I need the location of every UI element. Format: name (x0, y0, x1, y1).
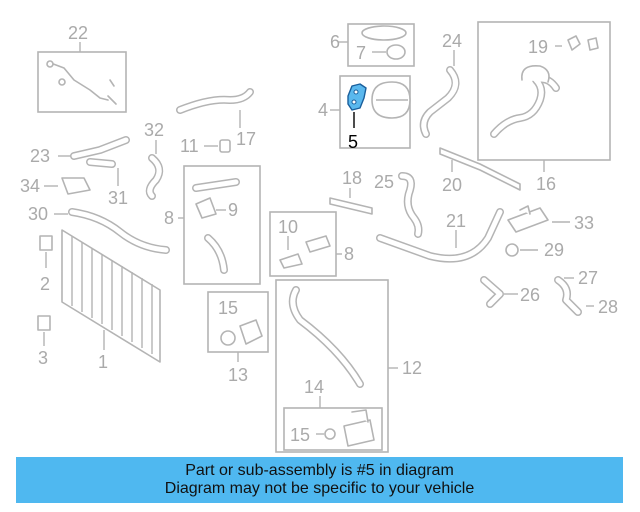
callout-11: 11 (180, 136, 199, 156)
callout-4: 4 (318, 100, 328, 120)
callout-31: 31 (108, 188, 128, 208)
callout-19: 19 (528, 37, 548, 57)
callout-8b: 8 (344, 244, 354, 264)
part-5-highlighted-bracket[interactable] (347, 83, 367, 111)
part-6-7-cap[interactable] (338, 23, 415, 67)
callout-23: 23 (30, 146, 50, 166)
banner-line-part: Part or sub-assembly is #5 in diagram (185, 462, 454, 479)
callout-3: 3 (38, 348, 48, 368)
part-25-hose[interactable] (398, 172, 423, 238)
callout-25: 25 (374, 172, 394, 192)
callout-10: 10 (278, 217, 298, 237)
part-16-hose-box[interactable] (477, 21, 611, 172)
part-12-hose-box[interactable] (275, 279, 398, 453)
part-20-pipe[interactable] (439, 147, 521, 191)
callout-21: 21 (446, 211, 466, 231)
callout-1: 1 (98, 352, 108, 372)
callout-28: 28 (598, 297, 618, 317)
part-23-hose[interactable] (58, 136, 130, 168)
parts-diagram: 22 6 7 4 5 24 19 16 (20, 21, 618, 453)
part-10-box[interactable] (269, 211, 342, 277)
part-29-clamp[interactable] (505, 243, 538, 257)
part-24-hose[interactable] (419, 50, 460, 138)
callout-15a: 15 (218, 298, 238, 318)
callout-6: 6 (330, 32, 340, 52)
part-26-hose[interactable] (480, 276, 518, 308)
part-33-fitting[interactable] (507, 205, 570, 233)
part-13-15-box[interactable] (207, 291, 269, 362)
part-3-bracket[interactable] (37, 315, 51, 346)
callout-9: 9 (228, 200, 238, 220)
part-8-9-box[interactable] (178, 165, 261, 285)
part-4-reservoir-box[interactable] (330, 75, 411, 149)
part-1-radiator[interactable] (61, 229, 161, 363)
callout-12: 12 (402, 358, 422, 378)
callout-34: 34 (20, 176, 40, 196)
part-30-hose[interactable] (54, 208, 170, 254)
callout-30: 30 (28, 204, 48, 224)
callout-7: 7 (356, 43, 366, 63)
callout-17: 17 (236, 129, 256, 149)
part-27-28-hose[interactable] (554, 276, 594, 316)
callout-22: 22 (68, 23, 88, 43)
part-2-bracket[interactable] (39, 235, 53, 268)
callout-5: 5 (348, 132, 358, 152)
part-21-pipe[interactable] (376, 208, 504, 263)
callout-26: 26 (520, 285, 540, 305)
part-11-clip[interactable] (204, 139, 231, 153)
callout-2: 2 (40, 274, 50, 294)
part-34-fitting[interactable] (44, 177, 91, 195)
callout-20: 20 (442, 175, 462, 195)
callout-32: 32 (144, 120, 164, 140)
callout-33: 33 (574, 213, 594, 233)
part-info-banner: Part or sub-assembly is #5 in diagram Di… (16, 457, 623, 503)
callout-18: 18 (342, 168, 362, 188)
part-17-hose[interactable] (176, 88, 254, 128)
part-32-hose[interactable] (145, 140, 164, 200)
callout-8a: 8 (164, 208, 174, 228)
callout-29: 29 (544, 240, 564, 260)
callout-14: 14 (304, 377, 324, 397)
callout-16: 16 (536, 174, 556, 194)
callout-24: 24 (442, 31, 462, 51)
part-18-pipe[interactable] (329, 188, 373, 215)
part-22-hose-assembly[interactable] (37, 42, 127, 113)
callout-13: 13 (228, 365, 248, 385)
callout-27: 27 (578, 268, 598, 288)
callout-15b: 15 (290, 425, 310, 445)
banner-line-disclaimer: Diagram may not be specific to your vehi… (164, 480, 475, 497)
